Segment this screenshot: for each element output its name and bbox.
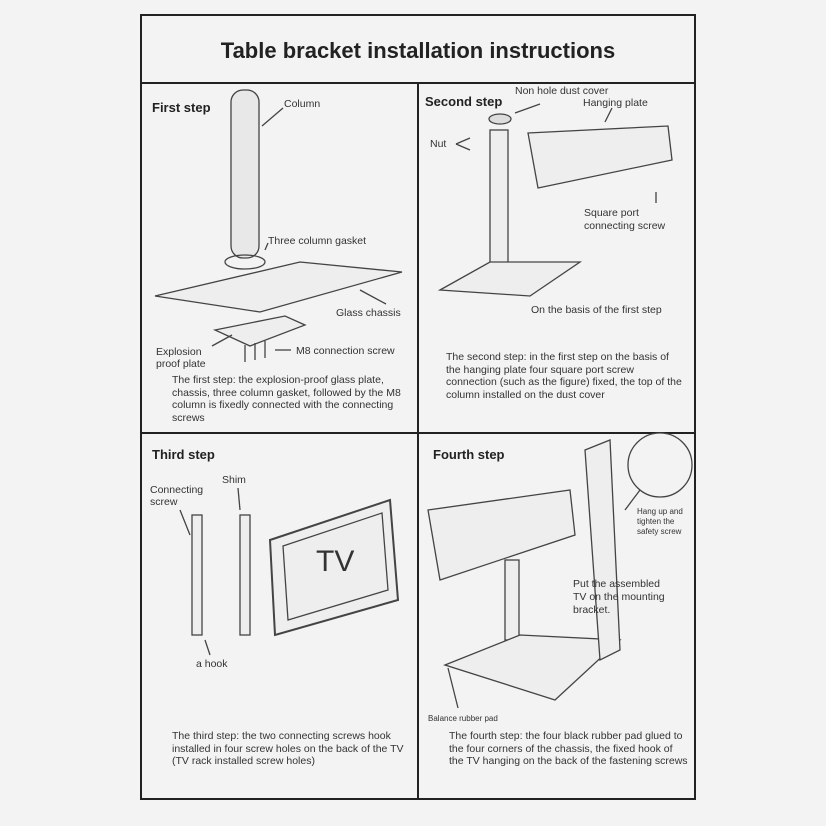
label-nut: Nut	[430, 138, 447, 150]
title-box: Table bracket installation instructions	[140, 14, 696, 84]
label-hook: a hook	[196, 658, 228, 670]
divider-horizontal	[140, 432, 696, 434]
label-plate-1: Explosion	[156, 346, 202, 358]
step1-heading: First step	[152, 100, 211, 115]
label-connecting-1: Connecting	[150, 484, 204, 496]
label-gasket: Three column gasket	[268, 235, 367, 247]
label-square-1: Square port	[584, 207, 639, 219]
step3-illustration	[179, 487, 400, 656]
label-hang-1: Hang up and	[637, 507, 683, 516]
label-put-1: Put the assembled	[573, 578, 660, 590]
label-column: Column	[284, 98, 321, 110]
step2-description: The second step: in the first step on th…	[446, 351, 682, 401]
label-hang-2: tighten the	[637, 517, 675, 526]
step4-description: The fourth step: the four black rubber p…	[449, 730, 688, 767]
divider-vertical	[417, 84, 419, 800]
label-rubber-pad: Balance rubber pad	[428, 714, 498, 723]
label-plate-2: proof plate	[156, 358, 206, 370]
label-connecting-2: screw	[150, 496, 178, 508]
step3-heading: Third step	[152, 447, 215, 462]
step3-description: The third step: the two connecting screw…	[172, 730, 404, 767]
label-square-2: connecting screw	[584, 220, 666, 232]
label-tv: TV	[316, 545, 355, 578]
label-shim: Shim	[222, 474, 246, 486]
step4-illustration	[427, 432, 693, 709]
step1-illustration	[154, 89, 403, 362]
label-put-3: bracket.	[573, 604, 611, 616]
label-put-2: TV on the mounting	[573, 591, 665, 603]
label-hanging-plate: Hanging plate	[583, 97, 648, 109]
label-hang-3: safety screw	[637, 527, 682, 536]
label-m8-screw: M8 connection screw	[296, 345, 395, 357]
step2-heading: Second step	[425, 94, 503, 109]
page-title: Table bracket installation instructions	[220, 38, 616, 63]
label-basis: On the basis of the first step	[531, 304, 662, 316]
label-chassis: Glass chassis	[336, 307, 401, 319]
step4-heading: Fourth step	[433, 447, 505, 462]
step1-description: The first step: the explosion-proof glas…	[172, 374, 401, 424]
step2-illustration	[437, 103, 673, 297]
label-dust-cover: Non hole dust cover	[515, 85, 609, 97]
